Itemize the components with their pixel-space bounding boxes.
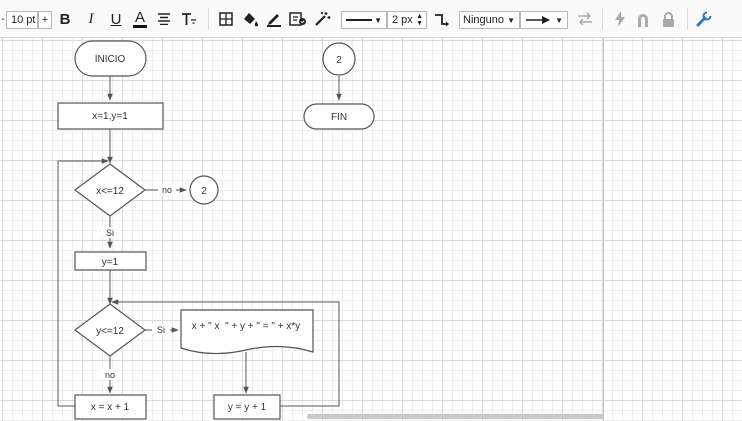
line-width-value: 2 px [392, 14, 413, 26]
output-document-node[interactable] [180, 309, 314, 355]
font-size-decrease-button[interactable]: - [0, 9, 6, 29]
connector-x-node[interactable] [189, 175, 219, 205]
output-label: x + " x " + y + " = " + x*y [192, 321, 300, 332]
italic-label: I [88, 10, 94, 27]
line-color-icon [267, 14, 281, 27]
connector-top-node[interactable] [322, 42, 356, 76]
line-style-dropdown[interactable]: ▼ [341, 11, 387, 29]
edge-label-y-si: Si [157, 325, 165, 335]
edge-label-bg [101, 369, 119, 380]
lightning-icon [615, 11, 625, 27]
waypoint-style-value: Ninguno [463, 14, 504, 26]
magnet-button[interactable] [635, 9, 651, 29]
fill-color-button[interactable] [241, 9, 259, 29]
edit-style-icon [289, 12, 306, 26]
align-text-icon [158, 13, 170, 25]
page-boundary [603, 38, 604, 421]
arrow-style-dropdown[interactable]: ▼ [520, 11, 568, 29]
underline-button[interactable]: U [108, 9, 124, 29]
bold-button[interactable]: B [57, 9, 73, 29]
assign-label: x=1,y=1 [92, 111, 128, 122]
font-size-input[interactable]: 10 pt [6, 11, 38, 29]
table-button[interactable] [218, 9, 234, 29]
edge-inc-y-loop-back [111, 299, 340, 407]
magic-wand-button[interactable] [313, 9, 333, 29]
horizontal-scrollbar[interactable] [307, 414, 604, 419]
stepper-icon: ▲▼ [416, 13, 423, 27]
line-width-input[interactable]: 2 px ▲▼ [387, 11, 427, 29]
toolbar-separator [687, 8, 688, 30]
connector-style-button[interactable] [432, 9, 452, 29]
line-color-button[interactable] [265, 9, 283, 29]
font-size-increase-button[interactable]: + [38, 11, 52, 29]
underline-label: U [110, 10, 122, 28]
increment-y-process-node[interactable] [213, 394, 281, 420]
lightning-button[interactable] [612, 9, 628, 29]
increment-y-label: y = y + 1 [228, 402, 267, 413]
start-label: INICIO [95, 54, 126, 65]
chevron-down-icon: ▼ [507, 15, 515, 25]
chevron-down-icon: ▼ [374, 15, 382, 25]
assign-y-label: y=1 [102, 257, 119, 268]
end-label: FIN [331, 112, 347, 123]
lock-icon [662, 11, 674, 27]
flowchart: no Si Si no INICIO x=1,y=1 x<=12 [57, 40, 375, 420]
start-terminator-node[interactable] [74, 40, 147, 77]
waypoint-style-dropdown[interactable]: Ninguno ▼ [459, 11, 520, 29]
toolbar-separator [602, 8, 603, 30]
magnet-icon [638, 13, 648, 27]
font-color-swatch [133, 24, 147, 28]
wrench-icon [696, 11, 712, 27]
chevron-down-icon: ▼ [555, 15, 563, 25]
connector-style-icon [435, 14, 449, 27]
edge-label-y-no: no [105, 370, 115, 380]
italic-button[interactable]: I [83, 9, 99, 29]
swap-arrows-icon [578, 12, 592, 26]
font-size-decrease-label: - [1, 13, 5, 25]
font-color-button[interactable]: A [132, 9, 148, 29]
format-toolbar: - 10 pt + B I U A ▼ 2 px ▲▼ Ninguno ▼ [0, 0, 742, 38]
toolbar-separator [208, 8, 209, 30]
align-text-button[interactable] [156, 9, 172, 29]
increment-x-process-node[interactable] [74, 394, 147, 420]
assign-y-process-node[interactable] [74, 251, 147, 271]
end-terminator-node[interactable] [303, 103, 375, 130]
fill-color-icon [243, 12, 258, 26]
edit-style-button[interactable] [288, 9, 308, 29]
flowchart-edges [57, 76, 342, 407]
line-style-preview [346, 19, 372, 21]
text-options-button[interactable] [180, 9, 198, 29]
arrow-right-icon [526, 16, 550, 24]
edge-label-x-si: Si [106, 228, 114, 238]
font-size-increase-label: + [41, 14, 49, 26]
assign-process-node[interactable] [57, 102, 164, 130]
increment-x-label: x = x + 1 [91, 402, 130, 413]
magic-wand-icon [315, 12, 331, 26]
edge-label-x-no: no [162, 185, 172, 195]
decision-x-label: x<=12 [96, 186, 124, 197]
connector-top-label: 2 [336, 55, 342, 66]
font-size-value: 10 pt [11, 14, 36, 26]
edge-inc-x-loop-back [57, 158, 109, 407]
table-icon [219, 12, 233, 26]
lock-button[interactable] [660, 9, 676, 29]
edge-label-bg [158, 184, 176, 195]
edge-label-bg [152, 324, 170, 335]
diagram-canvas[interactable]: no Si Si no INICIO x=1,y=1 x<=12 [0, 38, 742, 421]
connector-x-label: 2 [201, 186, 207, 197]
swap-arrows-button[interactable] [576, 9, 594, 29]
edge-label-bg [101, 227, 119, 238]
wrench-button[interactable] [695, 9, 713, 29]
bold-label: B [59, 10, 71, 28]
font-color-label: A [134, 8, 145, 26]
decision-x-node[interactable] [73, 163, 147, 217]
text-options-icon [182, 13, 196, 25]
decision-y-label: y<=12 [96, 326, 124, 337]
decision-y-node[interactable] [73, 303, 147, 357]
